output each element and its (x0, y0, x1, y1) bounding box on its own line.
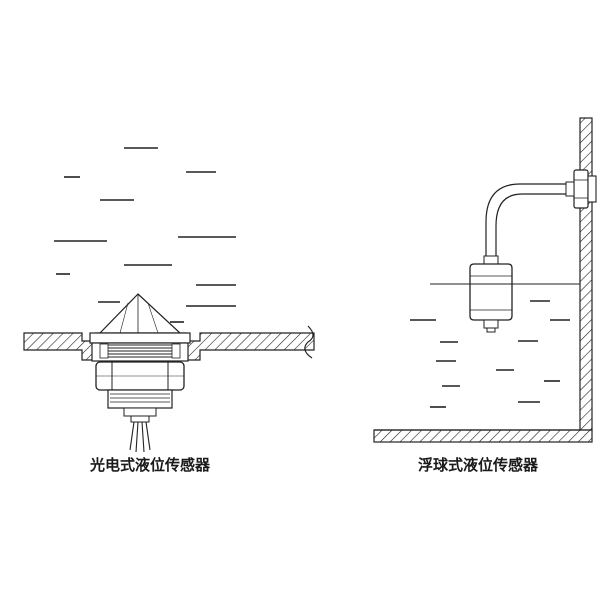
caption-float-sensor: 浮球式液位传感器 (418, 456, 539, 474)
caption-optical-sensor: 光电式液位传感器 (89, 456, 211, 474)
hex-nut (95, 361, 185, 391)
sensor-threaded-body (89, 332, 191, 362)
liquid-dashes-right (410, 300, 570, 408)
float-ball (469, 255, 513, 333)
float-sensor-figure: 浮球式液位传感器 (373, 117, 597, 474)
sensor-wires (129, 421, 151, 453)
prism-cone (98, 293, 182, 334)
support-rod (485, 183, 566, 262)
lower-stem (107, 389, 173, 423)
optical-sensor-figure: 光电式液位传感器 (23, 147, 315, 474)
liquid-dashes-left (54, 147, 236, 323)
wall-mount-flange (565, 169, 597, 209)
